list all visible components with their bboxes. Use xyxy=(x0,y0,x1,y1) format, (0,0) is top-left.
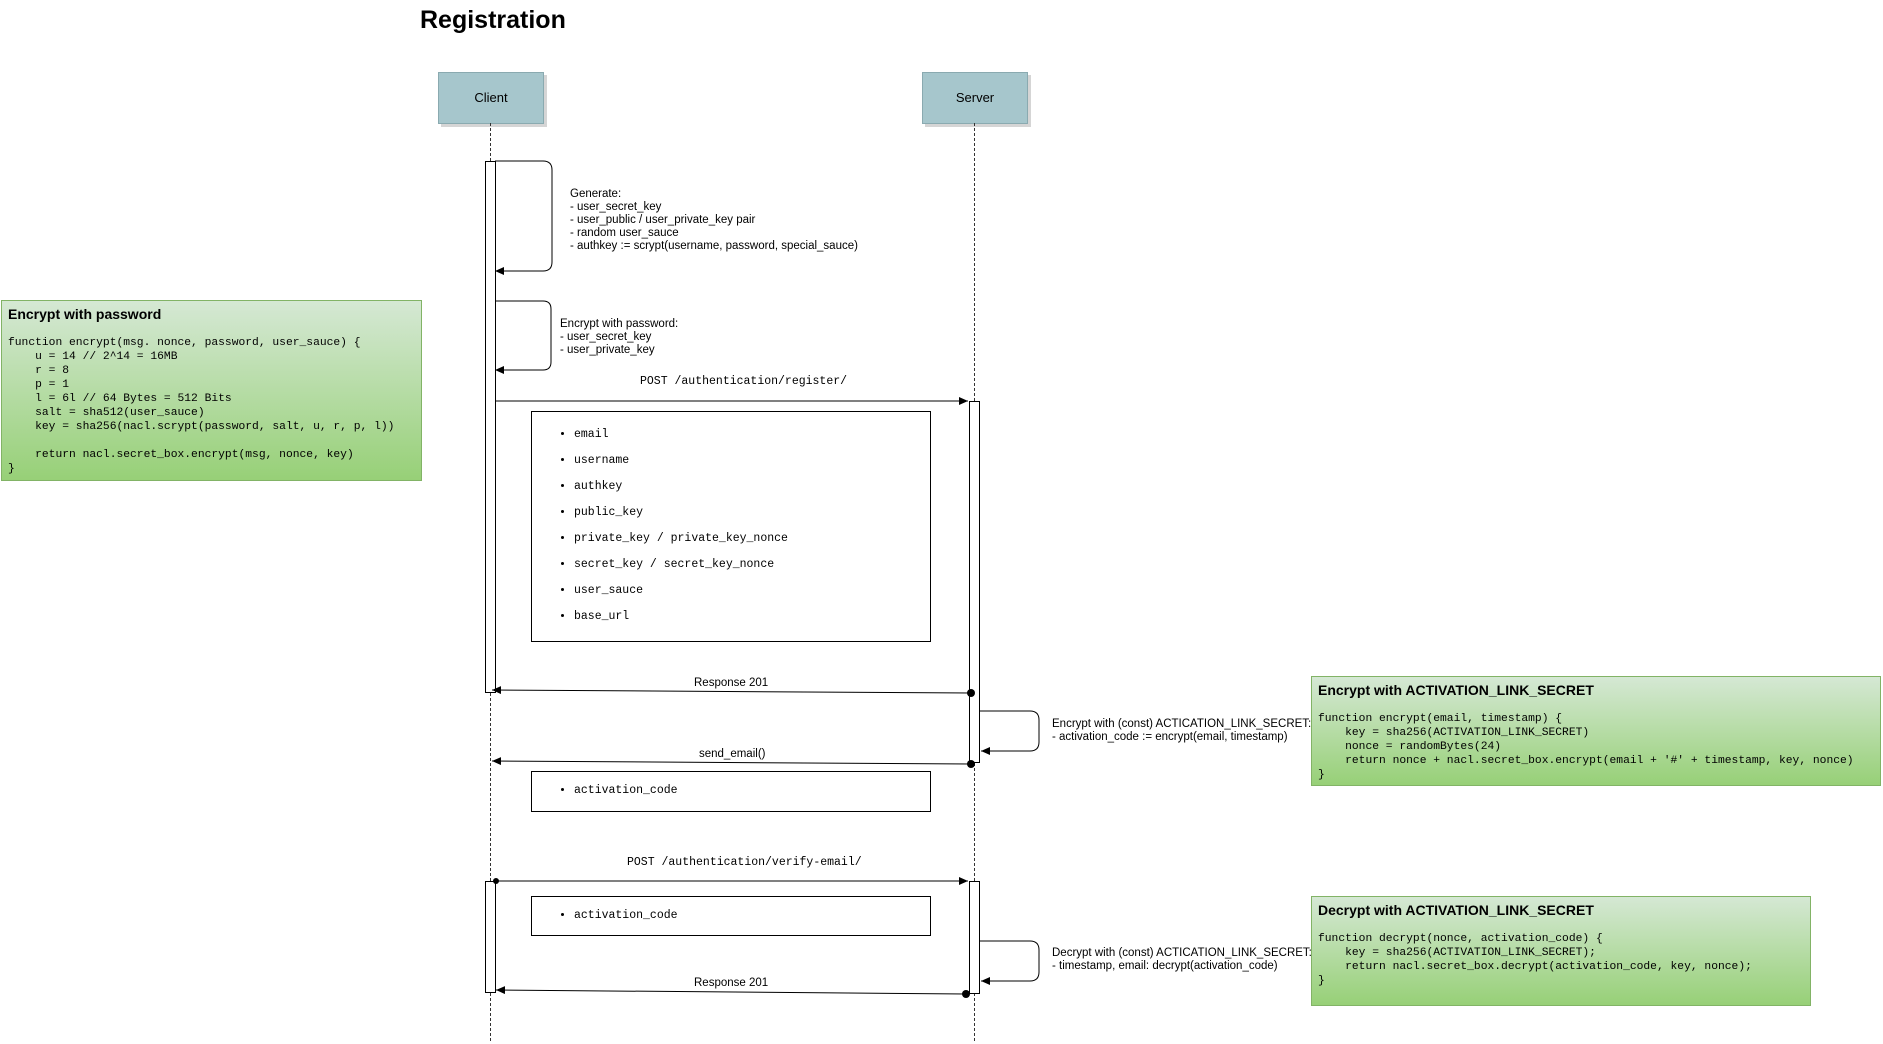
codebox-title: Encrypt with password xyxy=(8,306,162,322)
list-item: activation_code xyxy=(574,778,930,804)
email-payload: activation_code xyxy=(531,771,931,812)
page-title: Registration xyxy=(420,6,566,34)
send-email-label: send_email() xyxy=(699,748,766,760)
verify-payload: activation_code xyxy=(531,896,931,936)
response-label: Response 201 xyxy=(694,977,769,989)
codebox-title: Encrypt with ACTIVATION_LINK_SECRET xyxy=(1318,682,1594,698)
response-label: Response 201 xyxy=(694,677,769,689)
codebox-code: function encrypt(email, timestamp) { key… xyxy=(1318,713,1854,781)
list-item: user_sauce xyxy=(574,578,930,604)
client-activation-bar xyxy=(485,161,496,693)
self-message-arrow xyxy=(495,300,552,374)
list-item: username xyxy=(574,448,930,474)
client-activation-bar xyxy=(485,881,496,993)
response-arrow xyxy=(491,686,972,695)
send-email-arrow xyxy=(491,757,972,766)
response-arrow xyxy=(495,986,967,995)
self-message-arrow xyxy=(979,710,1040,755)
register-payload: email username authkey public_key privat… xyxy=(531,411,931,642)
server-activation-bar xyxy=(969,881,980,994)
decrypt-activation-note: Decrypt with (const) ACTICATION_LINK_SEC… xyxy=(1052,947,1312,972)
list-item: secret_key / secret_key_nonce xyxy=(574,552,930,578)
list-item: email xyxy=(574,422,930,448)
codebox-title: Decrypt with ACTIVATION_LINK_SECRET xyxy=(1318,902,1594,918)
list-item: private_key / private_key_nonce xyxy=(574,526,930,552)
encrypt-password-codebox: Encrypt with password function encrypt(m… xyxy=(1,300,422,481)
actor-server[interactable]: Server xyxy=(922,72,1028,124)
encrypt-activation-codebox: Encrypt with ACTIVATION_LINK_SECRET func… xyxy=(1311,676,1881,786)
actor-client[interactable]: Client xyxy=(438,72,544,124)
list-item: base_url xyxy=(574,604,930,630)
codebox-code: function encrypt(msg. nonce, password, u… xyxy=(8,337,395,475)
list-item: activation_code xyxy=(574,903,930,929)
encrypt-password-note: Encrypt with password: - user_secret_key… xyxy=(560,318,679,356)
list-item: authkey xyxy=(574,474,930,500)
list-item: public_key xyxy=(574,500,930,526)
verify-label: POST /authentication/verify-email/ xyxy=(627,856,862,869)
self-message-arrow xyxy=(979,940,1040,985)
codebox-code: function decrypt(nonce, activation_code)… xyxy=(1318,933,1752,987)
register-label: POST /authentication/register/ xyxy=(640,375,848,388)
decrypt-activation-codebox: Decrypt with ACTIVATION_LINK_SECRET func… xyxy=(1311,896,1811,1006)
generate-note: Generate: - user_secret_key - user_publi… xyxy=(570,188,858,252)
encrypt-activation-note: Encrypt with (const) ACTICATION_LINK_SEC… xyxy=(1052,718,1312,743)
self-message-arrow xyxy=(495,160,553,275)
